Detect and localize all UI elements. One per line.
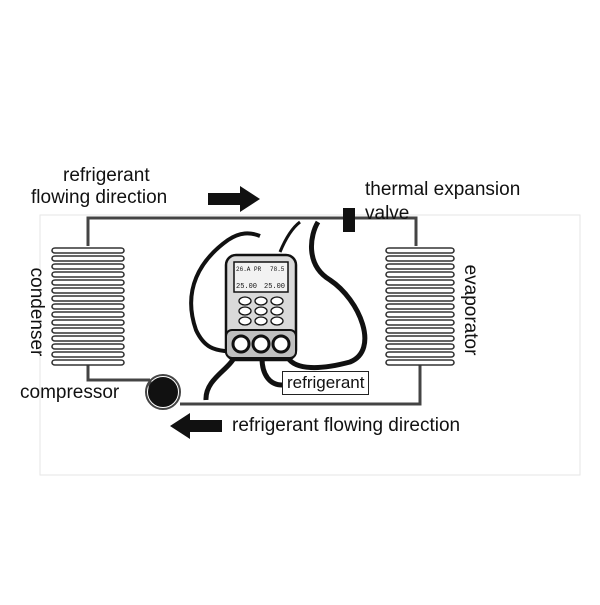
pipe-bottom-right [180,362,422,406]
evaporator-tube [385,279,455,286]
gauge-button [254,306,268,316]
evaporator-tube [385,343,455,350]
condenser-tube [51,303,125,310]
gauge-button [270,306,284,316]
pipe-bottom [86,362,150,382]
compressor-icon [148,377,178,407]
valve-label-line-2: valve [365,203,410,224]
flow-top-label: refrigerant flowing direction [31,165,167,209]
condenser-tube [51,247,125,254]
condenser-tube [51,343,125,350]
gauge-button [238,296,252,306]
condenser-tube [51,319,125,326]
gauge-button [254,296,268,306]
evaporator-tube [385,295,455,302]
background-frame [39,214,581,476]
condenser-tube [51,263,125,270]
evaporator-label: evaporator [460,264,481,356]
gauge-buttons [238,296,284,326]
evaporator-tube [385,271,455,278]
gauge-port-right [271,334,291,354]
gauge-button [270,316,284,326]
condenser-tube [51,351,125,358]
gauge-display-right: 25.00 [264,283,285,291]
hose-left-lower [203,356,237,401]
evaporator-tube [385,359,455,366]
condenser-tube [51,287,125,294]
compressor-outline [145,374,181,410]
gauge-button [238,306,252,316]
condenser-tube [51,295,125,302]
flow-top-line-1: refrigerant [63,165,150,186]
refrigerant-label: refrigerant [282,371,370,395]
condenser-coil [51,247,125,366]
evaporator-tube [385,247,455,254]
flow-top-line-2: flowing direction [31,187,168,208]
expansion-valve-icon [343,208,355,232]
hose-right [285,220,368,371]
evaporator-tube [385,303,455,310]
condenser-tube [51,255,125,262]
gauge-port-left [231,334,251,354]
evaporator-tube [385,263,455,270]
manifold-gauge: 26.A PR 78.5 25.00 25.00 [224,253,298,362]
condenser-tube [51,279,125,286]
evaporator-tube [385,351,455,358]
arrow-right-icon [208,186,260,212]
condenser-tube [51,327,125,334]
evaporator-tube [385,255,455,262]
evaporator-coil [385,247,455,366]
compressor-label: compressor [20,382,120,403]
gauge-screen [233,261,289,293]
thermal-expansion-valve-label: thermal expansion valve [365,179,520,225]
condenser-tube [51,271,125,278]
flow-bottom-label: refrigerant flowing direction [232,415,461,436]
evaporator-tube [385,319,455,326]
hose-middle-lower [259,357,283,388]
hose-left [189,231,261,359]
gauge-port-middle [251,334,271,354]
gauge-button [254,316,268,326]
hose-top [278,220,301,253]
condenser-label: condenser [26,267,47,357]
condenser-tube [51,359,125,366]
evaporator-tube [385,287,455,294]
gauge-display-top-left: 26.A PR [236,266,262,273]
condenser-tube [51,311,125,318]
gauge-button [270,296,284,306]
evaporator-tube [385,335,455,342]
arrow-left-icon [170,413,222,439]
gauge-display-top-right: 78.5 [270,266,285,273]
evaporator-tube [385,311,455,318]
valve-label-line-1: thermal expansion [365,179,521,200]
gauge-button [238,316,252,326]
evaporator-tube [385,327,455,334]
condenser-tube [51,335,125,342]
gauge-display-left: 25.00 [236,283,257,291]
